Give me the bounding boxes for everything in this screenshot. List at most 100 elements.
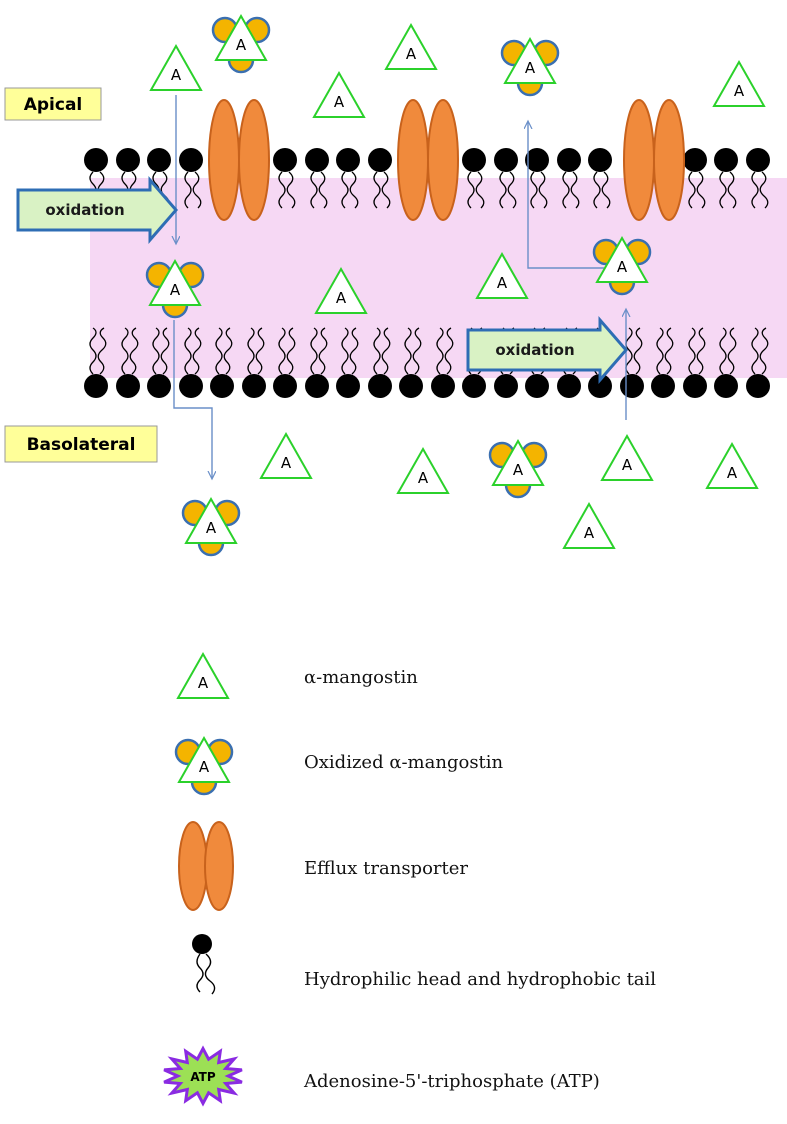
lipid-head <box>399 374 423 398</box>
lipid-tail <box>412 327 422 375</box>
oxidized-alpha-mangostin-molecule: A <box>488 439 548 499</box>
oxidation-arrow: oxidation <box>466 315 628 385</box>
apical-label: Apical <box>4 87 102 121</box>
svg-text:A: A <box>171 66 182 84</box>
upper-lipid-tails <box>89 171 769 209</box>
lipid-tail <box>656 327 664 375</box>
lipid-tail <box>751 327 759 375</box>
lipid-head <box>746 374 770 398</box>
lipid-tail <box>593 171 601 209</box>
lipid-tail <box>688 171 696 209</box>
lipid-head <box>84 374 108 398</box>
lipid-tail <box>664 327 674 375</box>
lipid-tail <box>215 327 223 375</box>
flow-arrows <box>174 95 626 478</box>
lipid-tail <box>223 327 233 375</box>
legend-atp-icon: ATP <box>163 1045 243 1107</box>
lipid-tail <box>192 327 202 375</box>
lipid-tail <box>373 327 381 375</box>
svg-text:A: A <box>525 59 536 77</box>
lipid-tail <box>467 171 475 209</box>
lipid-head <box>525 148 549 172</box>
lipid-head <box>683 148 707 172</box>
oxidized-alpha-mangostin-molecule: A <box>181 497 241 557</box>
lipid-tail <box>688 327 696 375</box>
alpha-mangostin-molecule: A <box>397 448 449 494</box>
lipid-tail <box>184 327 192 375</box>
legend-oxidized-icon: A <box>174 736 234 796</box>
lipid-tail <box>160 327 170 375</box>
basolateral-efflux-arrow <box>173 320 212 478</box>
lipid-tail <box>759 327 769 375</box>
lipid-head <box>557 374 581 398</box>
lipid-tail <box>278 327 286 375</box>
lipid-tail <box>719 327 727 375</box>
lipid-head <box>84 148 108 172</box>
lipid-head <box>494 374 518 398</box>
lipid-tail <box>727 171 737 209</box>
lipid-tail <box>507 171 517 209</box>
efflux-transporter <box>208 99 270 221</box>
svg-text:A: A <box>406 45 417 63</box>
lipid-tail <box>286 327 296 375</box>
lipid-tail <box>192 171 202 209</box>
legend-oxidized-label: Oxidized α-mangostin <box>304 752 504 773</box>
lipid-head <box>305 148 329 172</box>
lipid-tail <box>255 327 265 375</box>
efflux-transporter <box>397 99 459 221</box>
svg-text:oxidation: oxidation <box>495 341 574 359</box>
legend-lipid-icon <box>192 934 216 995</box>
lipid-tail <box>562 171 570 209</box>
lipid-head <box>620 374 644 398</box>
lipid-head <box>368 374 392 398</box>
svg-text:A: A <box>727 464 738 482</box>
upper-lipid-heads <box>84 148 770 172</box>
legend-alpha-mangostin-label: α-mangostin <box>304 667 418 688</box>
lipid-tail <box>530 171 538 209</box>
lipid-tail <box>601 171 611 209</box>
lipid-tail <box>538 171 548 209</box>
lipid-head <box>116 148 140 172</box>
lipid-head <box>494 148 518 172</box>
svg-text:ATP: ATP <box>190 1070 216 1084</box>
svg-text:A: A <box>617 258 628 276</box>
lower-lipid-heads <box>84 374 770 398</box>
lipid-head <box>651 374 675 398</box>
lipid-head <box>336 374 360 398</box>
lipid-tail <box>499 171 507 209</box>
svg-text:Apical: Apical <box>24 95 83 115</box>
lipid-head <box>557 148 581 172</box>
lipid-tail <box>286 171 296 209</box>
svg-text:A: A <box>622 456 633 474</box>
lipid-head <box>336 148 360 172</box>
lipid-tail <box>404 327 412 375</box>
lipid-head <box>714 148 738 172</box>
lipid-tail <box>696 327 706 375</box>
alpha-mangostin-molecule: A <box>385 24 437 70</box>
svg-text:A: A <box>170 281 181 299</box>
lipid-tail <box>475 171 485 209</box>
svg-text:A: A <box>513 461 524 479</box>
legend: A α-mangostin A Oxidized α-mangostin Eff… <box>163 653 656 1107</box>
lipid-tail <box>759 171 769 209</box>
lipid-tail <box>696 171 706 209</box>
lipid-tail <box>633 327 643 375</box>
lipid-tail <box>97 327 107 375</box>
lipid-head <box>683 374 707 398</box>
lipid-tail <box>341 327 349 375</box>
lipid-head <box>179 374 203 398</box>
apical-efflux-arrow <box>528 122 604 269</box>
lipid-head <box>525 374 549 398</box>
lipid-head <box>588 374 612 398</box>
svg-text:A: A <box>497 274 508 292</box>
svg-text:A: A <box>734 82 745 100</box>
lipid-head <box>210 374 234 398</box>
lipid-tail <box>152 327 160 375</box>
svg-text:A: A <box>236 36 247 54</box>
oxidized-alpha-mangostin-molecule: A <box>145 259 205 319</box>
oxidized-alpha-mangostin-molecule: A <box>592 236 652 296</box>
legend-transporter-label: Efflux transporter <box>304 858 468 879</box>
legend-alpha-mangostin-icon: A <box>177 653 229 699</box>
lipid-tail <box>436 327 444 375</box>
svg-text:Basolateral: Basolateral <box>27 435 136 455</box>
